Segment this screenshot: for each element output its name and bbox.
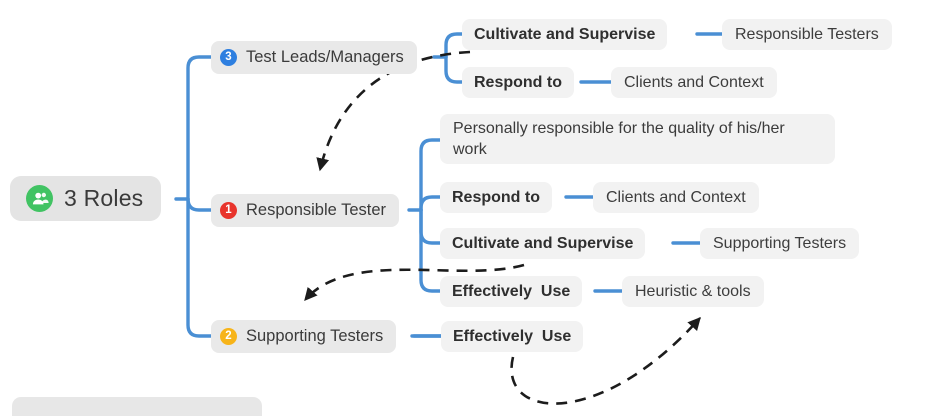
connector-responsible-tester-child-3 <box>419 208 442 245</box>
branch-label-test-leads: Test Leads/Managers <box>246 48 404 66</box>
node-supporting-testers-leaf[interactable]: Supporting Testers <box>700 228 860 259</box>
badge-3: 3 <box>220 49 237 66</box>
users-icon <box>26 185 53 212</box>
connector-trunk-to-supporting-testers <box>186 197 213 338</box>
node-clients-and-context-mid[interactable]: Clients and Context <box>593 182 759 213</box>
connector-test-leads-child-1 <box>444 32 464 59</box>
node-cultivate-and-supervise-mid[interactable]: Cultivate and Supervise <box>440 228 646 259</box>
node-effectively-use-mid[interactable]: Effectively Use <box>440 276 583 307</box>
connector-trunk-to-responsible-tester <box>186 197 213 212</box>
branch-node-responsible-tester[interactable]: 1 Responsible Tester <box>211 194 400 227</box>
badge-1: 1 <box>220 202 237 219</box>
connector-responsible-tester-child-2 <box>419 195 442 212</box>
connector-trunk-to-test-leads <box>186 55 213 201</box>
node-respond-to-mid[interactable]: Respond to <box>440 182 552 213</box>
branch-node-test-leads[interactable]: 3 Test Leads/Managers <box>211 41 417 74</box>
node-personally-responsible[interactable]: Personally responsible for the quality o… <box>440 114 835 164</box>
root-label: 3 Roles <box>64 185 144 211</box>
node-responsible-testers-leaf[interactable]: Responsible Testers <box>722 19 892 50</box>
branch-label-supporting-testers: Supporting Testers <box>246 327 384 345</box>
node-respond-to-top[interactable]: Respond to <box>462 67 574 98</box>
node-cultivate-and-supervise-top[interactable]: Cultivate and Supervise <box>462 19 668 50</box>
node-heuristic-and-tools[interactable]: Heuristic & tools <box>622 276 764 307</box>
connector-responsible-tester-child-1 <box>419 138 442 212</box>
node-clients-and-context-top[interactable]: Clients and Context <box>611 67 777 98</box>
offscreen-node-stub[interactable] <box>12 397 262 416</box>
branch-label-responsible-tester: Responsible Tester <box>246 201 387 219</box>
connector-responsible-tester-child-4 <box>419 208 442 293</box>
node-effectively-use-bottom[interactable]: Effectively Use <box>441 321 584 352</box>
badge-2: 2 <box>220 328 237 345</box>
branch-node-supporting-testers[interactable]: 2 Supporting Testers <box>211 320 397 353</box>
connector-test-leads-child-2 <box>444 55 464 84</box>
root-node[interactable]: 3 Roles <box>10 176 162 221</box>
